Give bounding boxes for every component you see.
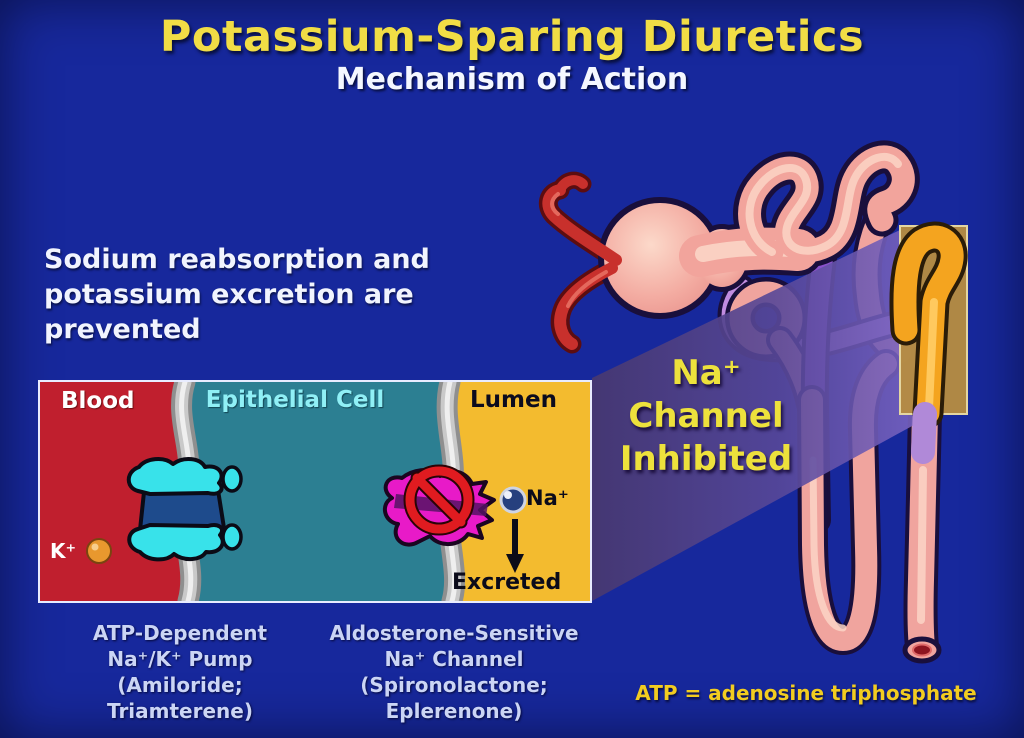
prohibition-icon [403,464,475,536]
lumen-region-label: Lumen [470,387,557,413]
pump-caption-line: Triamterene) [107,699,253,723]
collecting-duct-gold [889,221,968,464]
intro-line: potassium excretion are [44,279,414,310]
cell-diagram-graphics [86,382,527,601]
channel-caption-line: Eplerenone) [385,699,523,723]
inhibited-annotation: Na⁺ Channel Inhibited [597,352,815,481]
na-channel-icon [382,464,496,547]
sodium-ion [499,486,527,514]
cell-diagram: Blood Epithelial Cell Lumen K⁺ Na⁺ Excre… [38,380,592,603]
pump-caption-line: (Amiloride; [117,673,243,697]
pump-caption-line: Na⁺/K⁺ Pump [107,647,253,671]
page-subtitle: Mechanism of Action [335,62,689,97]
inhibited-line: Inhibited [619,439,793,479]
nephron-glomerulus-proximal [538,140,920,354]
inhibition-beam [592,230,936,601]
channel-caption-line: Na⁺ Channel [384,647,524,671]
pump-caption-line: ATP-Dependent [92,621,268,645]
pump-caption: ATP-Dependent Na⁺/K⁺ Pump (Amiloride; Tr… [56,620,304,724]
excreted-label: Excreted [452,570,562,595]
channel-caption-line: (Spironolactone; [360,673,548,697]
duct-opening [902,636,942,664]
inhibited-line: Na⁺ [671,353,741,393]
epithelial-region-label: Epithelial Cell [205,387,385,413]
intro-text: Sodium reabsorption and potassium excret… [44,242,534,347]
na-k-pump-icon [126,457,243,562]
inhibited-line: Channel [628,396,784,436]
channel-caption: Aldosterone-Sensitive Na⁺ Channel (Spiro… [308,620,600,724]
page-title: Potassium-Sparing Diuretics [159,12,865,62]
potassium-label: K⁺ [50,539,77,563]
blood-region-label: Blood [61,388,135,414]
footnote: ATP = adenosine triphosphate [635,681,977,705]
channel-caption-line: Aldosterone-Sensitive [329,621,579,645]
excretion-arrow-icon [506,519,524,573]
potassium-ion [86,538,112,564]
intro-line: Sodium reabsorption and [44,244,430,275]
sodium-label: Na⁺ [526,486,569,510]
intro-line: prevented [44,314,201,345]
